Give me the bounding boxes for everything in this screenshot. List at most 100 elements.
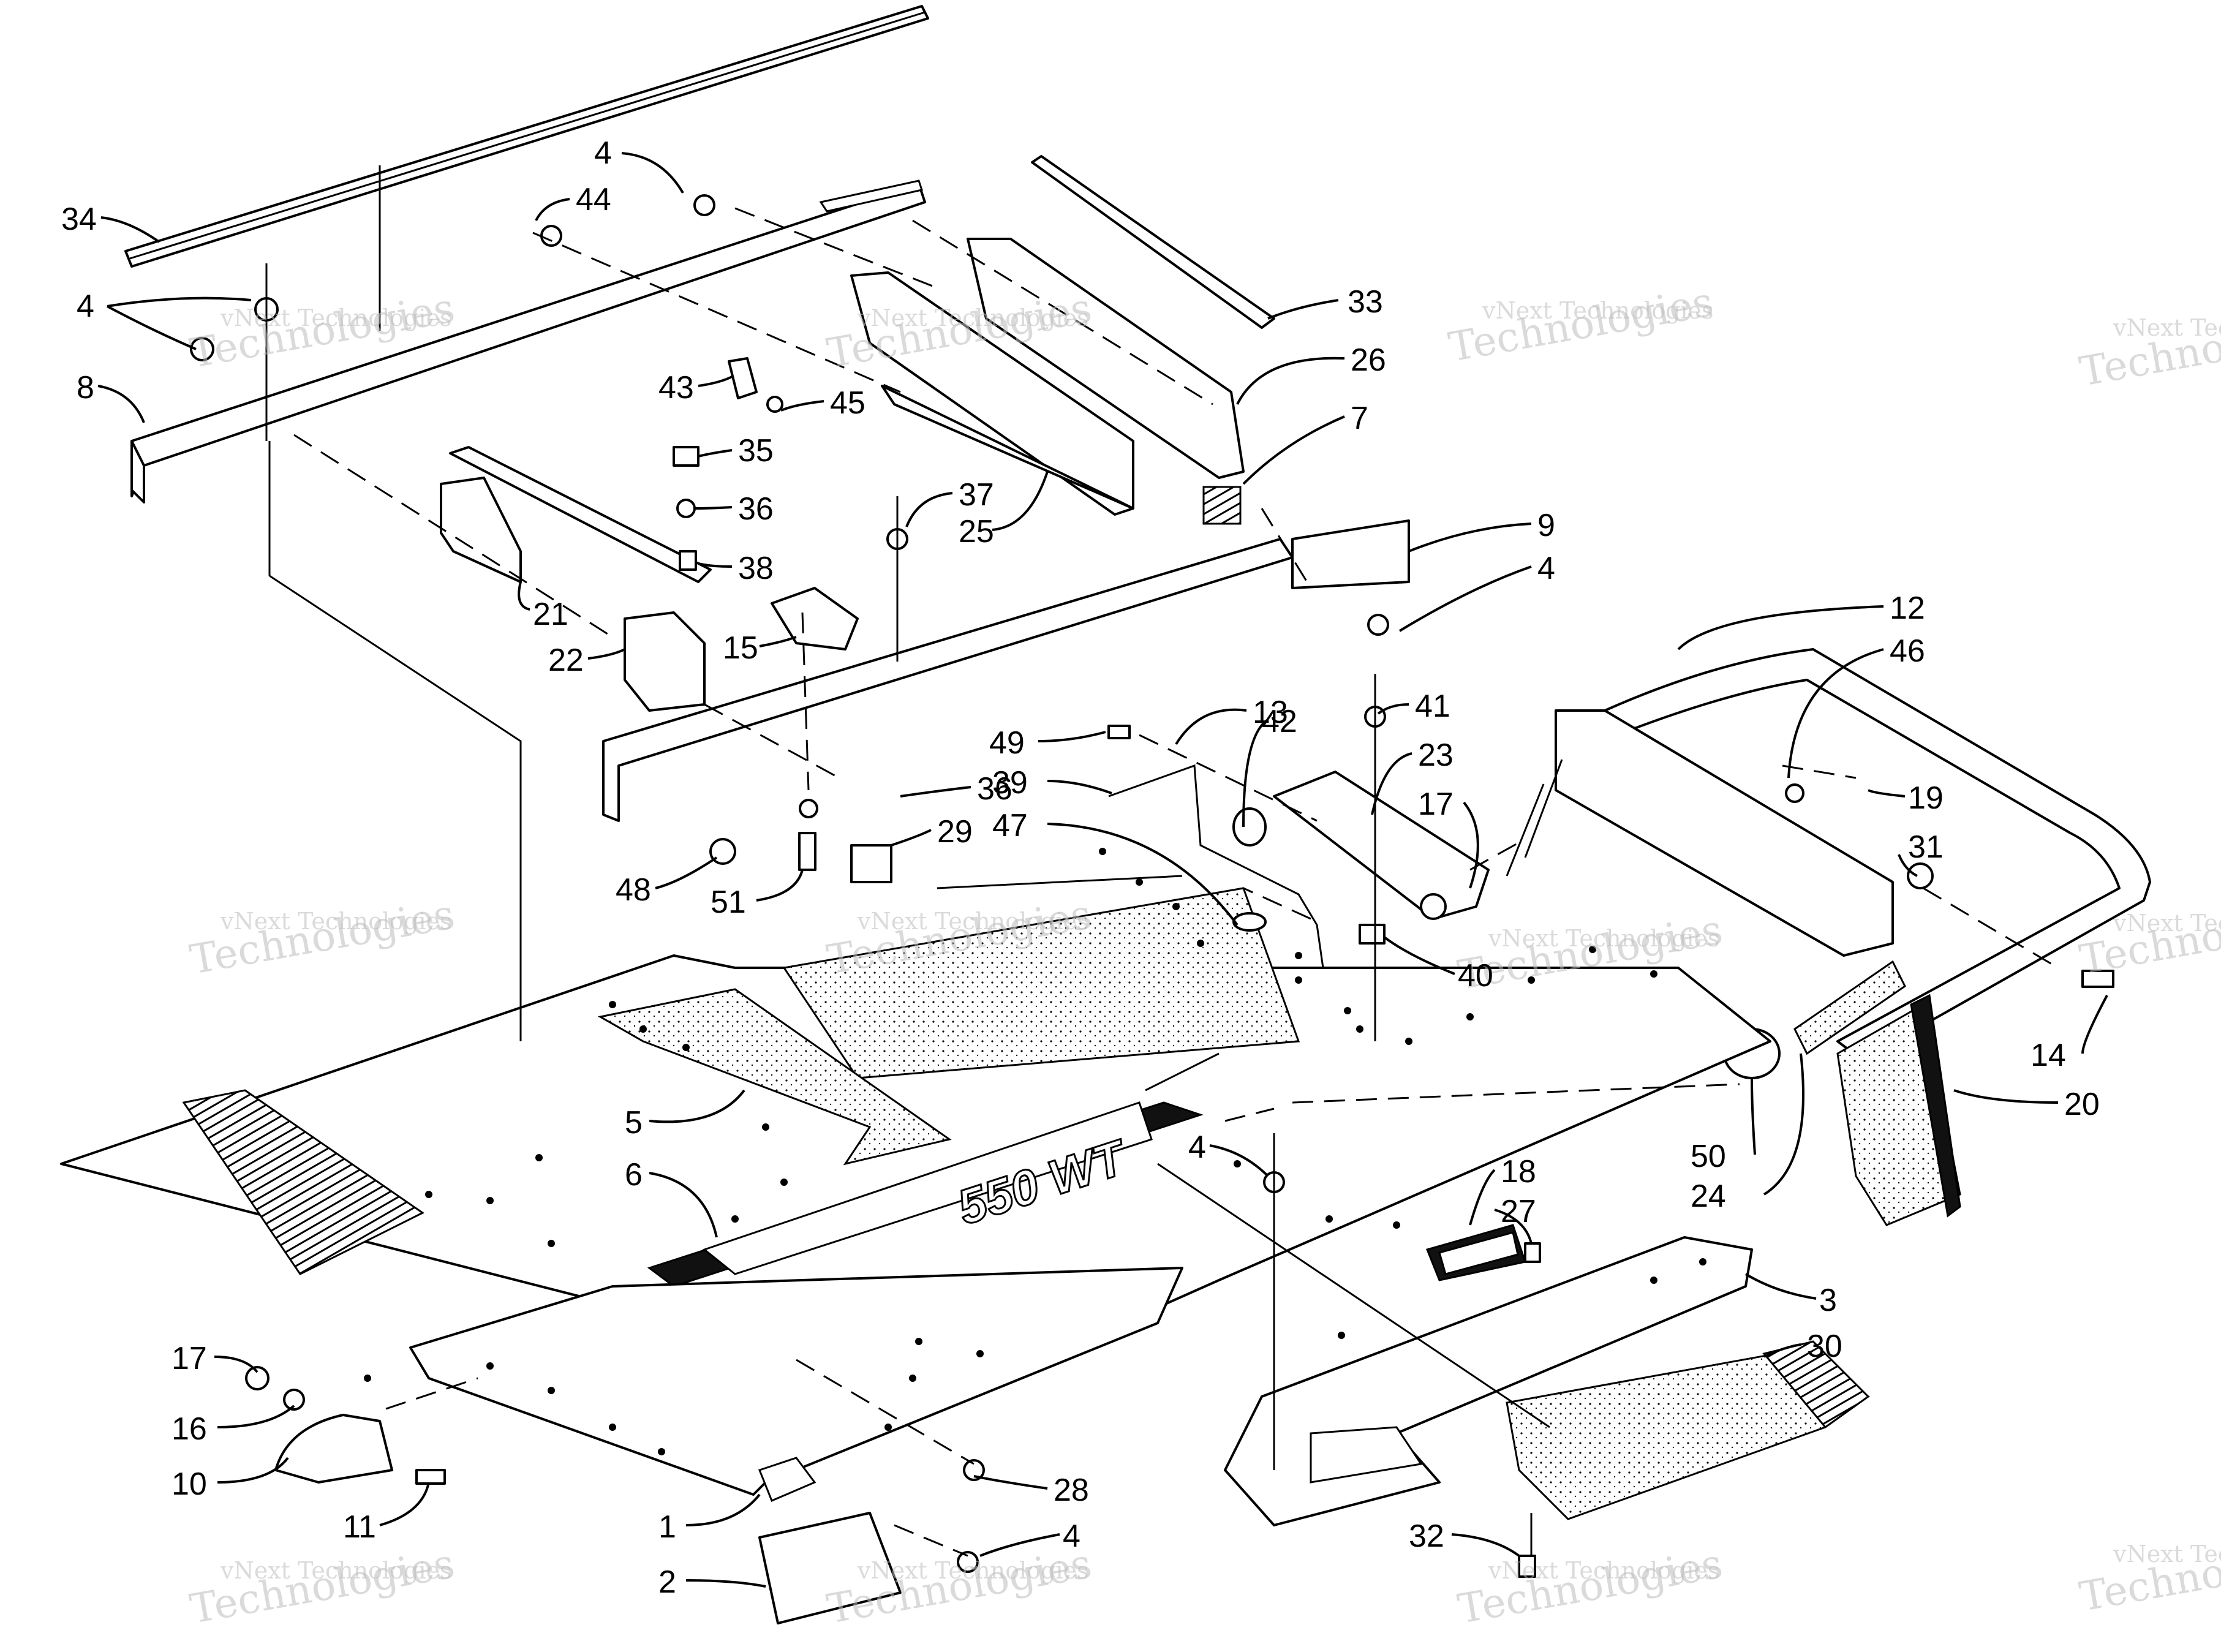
parts-layer: 550 WT [60, 5, 2151, 1624]
callout-4: 4 [1188, 1130, 1206, 1165]
callout-28: 28 [1054, 1473, 1089, 1508]
watermark-large: Technologies [186, 891, 458, 984]
part-34-trim-strip [124, 5, 929, 268]
callout-17: 17 [1418, 786, 1454, 822]
callout-51: 51 [711, 884, 746, 920]
callout-27: 27 [1501, 1194, 1536, 1229]
callout-3: 3 [1819, 1283, 1837, 1318]
watermark-small: vNext Technologies [2113, 314, 2221, 341]
callout-16: 16 [172, 1411, 207, 1447]
callout-6: 6 [625, 1157, 643, 1193]
part-23-bracket [1273, 771, 1490, 920]
part-1-running-board [409, 1267, 1183, 1502]
part-33-strip [1031, 155, 1275, 329]
callout-8: 8 [77, 370, 94, 405]
callout-18: 18 [1501, 1154, 1536, 1190]
callout-26: 26 [1351, 342, 1386, 378]
part-39-rod [1108, 764, 1324, 968]
callout-40: 40 [1458, 958, 1493, 994]
callout-30: 30 [1807, 1329, 1842, 1364]
watermark-small: vNext Technologies [1488, 925, 1719, 952]
callout-45: 45 [830, 385, 865, 421]
callout-38: 38 [738, 551, 774, 586]
callout-47: 47 [992, 808, 1028, 843]
watermark-small: vNext Technologies [2113, 1541, 2221, 1567]
callout-10: 10 [172, 1466, 207, 1502]
watermark-small: vNext Technologies [220, 908, 451, 935]
callout-29: 29 [937, 814, 973, 850]
watermark-large: Technologies [1454, 1540, 1726, 1633]
part-21-bracket [440, 477, 522, 583]
part-24-tube [1793, 960, 1906, 1055]
watermark-small: vNext Technologies [220, 1557, 451, 1584]
callout-13: 13 [1253, 695, 1288, 730]
callout-36: 36 [977, 771, 1012, 807]
callout-7: 7 [1351, 401, 1368, 436]
callout-4: 4 [1537, 551, 1555, 586]
watermark-small: vNext Technologies [857, 1557, 1088, 1584]
part-38-cross-member [449, 446, 712, 583]
callout-14: 14 [2031, 1038, 2066, 1073]
callout-4: 4 [594, 135, 612, 171]
alignment-lines [265, 165, 2059, 1557]
part-8-angle-rail [130, 179, 926, 504]
callout-4: 4 [77, 289, 94, 324]
part-30-foot-step [1506, 1340, 1870, 1520]
callout-48: 48 [616, 872, 651, 908]
part-2-plate [758, 1512, 902, 1624]
callout-21: 21 [533, 597, 568, 632]
callout-17: 17 [172, 1341, 207, 1376]
callout-41: 41 [1415, 688, 1450, 724]
watermark-small: vNext Technologies [220, 304, 451, 331]
watermark-large: Technologies [1445, 278, 1717, 371]
part-20-mud-flap [1836, 994, 1961, 1226]
callout-24: 24 [1691, 1179, 1726, 1214]
part-25-side-panel [850, 271, 1134, 516]
callout-12: 12 [1890, 590, 1925, 626]
hardware [190, 194, 2114, 1578]
part-18-reflector [1425, 1224, 1526, 1281]
callout-15: 15 [723, 630, 758, 666]
watermark-small: vNext Technologies [857, 908, 1088, 935]
part-10-bumper-block [274, 1414, 393, 1484]
callout-35: 35 [738, 433, 774, 469]
callout-44: 44 [576, 182, 611, 217]
watermark-small: vNext Technologies [2113, 910, 2221, 937]
watermark-large: Technologies [186, 1540, 458, 1633]
callout-33: 33 [1348, 284, 1383, 320]
callout-37: 37 [959, 477, 994, 513]
callout-34: 34 [61, 202, 97, 237]
callout-5: 5 [625, 1105, 643, 1141]
callout-25: 25 [959, 514, 994, 549]
callout-36: 36 [738, 491, 774, 527]
rivet-holes [364, 848, 1706, 1455]
watermark-small: vNext Technologies [1482, 297, 1713, 324]
callout-49: 49 [989, 725, 1025, 761]
callout-22: 22 [548, 643, 584, 678]
callout-31: 31 [1908, 829, 1944, 865]
part-26-side-panel [967, 238, 1245, 479]
part-3-running-board [1224, 1236, 1753, 1526]
callout-43: 43 [658, 370, 694, 405]
callout-32: 32 [1409, 1518, 1444, 1554]
callout-50: 50 [1691, 1139, 1726, 1174]
callout-39: 39 [992, 765, 1028, 801]
callout-42: 42 [1262, 704, 1297, 739]
watermark-small: vNext Technologies [1488, 1557, 1719, 1584]
callout-19: 19 [1908, 780, 1944, 816]
callout-9: 9 [1537, 508, 1555, 543]
part-15-clip-bracket [771, 587, 859, 651]
part-7-bristle [1202, 486, 1242, 525]
leader-lines [97, 152, 2108, 1588]
callout-11: 11 [343, 1509, 376, 1545]
callout-4: 4 [1063, 1518, 1080, 1554]
watermark-small: vNext Technologies [857, 304, 1088, 331]
callout-23: 23 [1418, 737, 1454, 773]
callout-20: 20 [2064, 1087, 2100, 1122]
main-tunnel-panel [60, 887, 1771, 1306]
callout-46: 46 [1890, 633, 1925, 669]
callout-labels: 34 4 44 4 8 43 45 35 36 38 21 22 15 37 2… [61, 135, 2100, 1600]
callout-1: 1 [658, 1509, 676, 1545]
callout-2: 2 [658, 1564, 676, 1600]
